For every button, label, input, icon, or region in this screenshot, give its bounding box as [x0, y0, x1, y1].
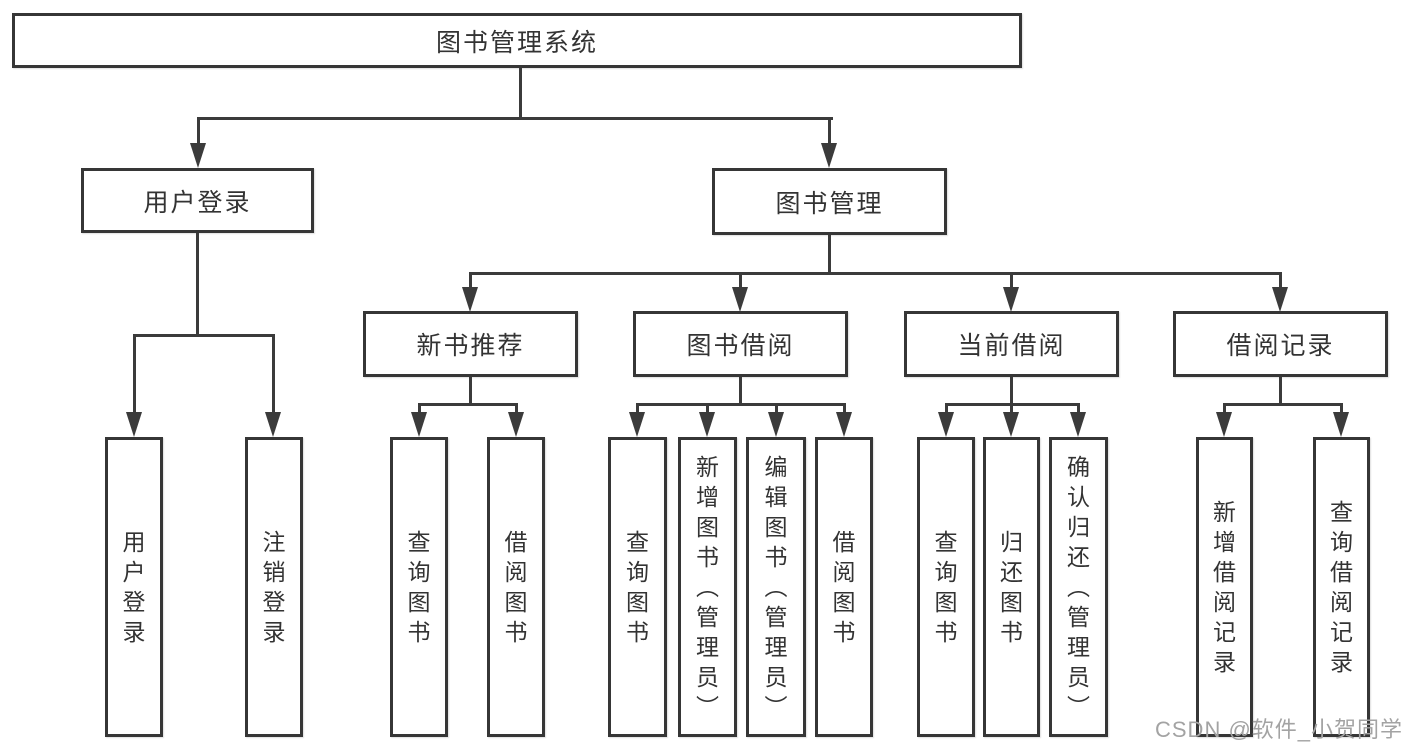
leaf-logout-login: 注 销 登 录: [245, 437, 303, 737]
connector-line: [133, 334, 136, 414]
connector-line: [1223, 403, 1342, 406]
leaf-label: 查 询 图 书: [407, 529, 431, 645]
node-label: 新书推荐: [416, 332, 525, 360]
arrow-down: [1216, 412, 1232, 437]
leaf-label: 查 询 图 书: [934, 529, 958, 645]
connector-line: [739, 272, 742, 292]
leaf-cb-return-books: 归 还 图 书: [983, 437, 1040, 737]
arrow-down: [732, 287, 748, 312]
connector-line: [945, 403, 948, 415]
arrow-down: [1003, 412, 1019, 437]
node-library-management-system: 图书管理系统: [12, 13, 1022, 68]
connector-line: [197, 117, 200, 145]
leaf-label: 归 还 图 书: [1000, 529, 1023, 645]
arrow-down: [508, 412, 524, 437]
connector-line: [636, 403, 845, 406]
arrow-down: [462, 287, 478, 312]
leaf-label: 确 认 归 还 ︵ 管 理 员 ︶: [1067, 454, 1090, 720]
arrow-down: [1272, 287, 1288, 312]
leaf-bb-query-books: 查 询 图 书: [608, 437, 667, 737]
arrow-down: [1333, 412, 1349, 437]
leaf-label: 注 销 登 录: [262, 529, 286, 645]
connector-line: [133, 334, 275, 337]
node-label: 当前借阅: [957, 332, 1066, 360]
leaf-br-add-borrow-record: 新 增 借 阅 记 录: [1196, 437, 1253, 737]
node-new-book-recommend: 新书推荐: [363, 311, 578, 377]
arrow-down: [1003, 287, 1019, 312]
connector-line: [1279, 272, 1282, 292]
leaf-bb-borrow-books: 借 阅 图 书: [815, 437, 873, 737]
leaf-bb-edit-books-admin: 编 辑 图 书 ︵ 管 理 员 ︶: [746, 437, 806, 737]
node-label: 用户登录: [143, 188, 252, 217]
arrow-down: [629, 412, 645, 437]
connector-line: [1077, 403, 1080, 415]
arrow-down: [265, 412, 281, 437]
node-book-borrowing: 图书借阅: [633, 311, 848, 377]
connector-line: [196, 233, 199, 337]
watermark: CSDN @软件_小贺同学: [1155, 717, 1404, 742]
leaf-label: 借 阅 图 书: [832, 529, 856, 645]
node-borrowing-records: 借阅记录: [1173, 311, 1388, 377]
connector-line: [519, 68, 522, 120]
connector-line: [418, 403, 421, 415]
arrow-down: [938, 412, 954, 437]
leaf-label: 查 询 图 书: [626, 529, 649, 645]
node-label: 图书借阅: [686, 332, 795, 360]
connector-line: [1279, 377, 1282, 406]
arrow-down: [699, 412, 715, 437]
connector-line: [1010, 377, 1013, 406]
connector-line: [469, 377, 472, 406]
arrow-down: [190, 143, 206, 168]
leaf-label: 借 阅 图 书: [504, 529, 528, 645]
arrow-down: [821, 143, 837, 168]
node-label: 图书管理: [775, 189, 884, 218]
arrow-down: [836, 412, 852, 437]
arrow-down: [1070, 412, 1086, 437]
node-label: 图书管理系统: [435, 28, 598, 57]
node-current-borrowing: 当前借阅: [904, 311, 1119, 377]
connector-line: [469, 272, 1282, 275]
leaf-cb-confirm-return-admin: 确 认 归 还 ︵ 管 理 员 ︶: [1049, 437, 1108, 737]
leaf-bb-add-books-admin: 新 增 图 书 ︵ 管 理 员 ︶: [678, 437, 737, 737]
connector-line: [469, 272, 472, 292]
arrow-down: [126, 412, 142, 437]
node-label: 借阅记录: [1226, 332, 1335, 360]
leaf-cb-query-books: 查 询 图 书: [917, 437, 975, 737]
leaf-br-query-borrow-record: 查 询 借 阅 记 录: [1313, 437, 1370, 737]
connector-line: [828, 235, 831, 275]
connector-line: [739, 377, 742, 406]
connector-line: [197, 117, 833, 120]
connector-line: [636, 403, 639, 415]
connector-line: [515, 403, 518, 415]
leaf-label: 查 询 借 阅 记 录: [1330, 499, 1353, 675]
leaf-label: 编 辑 图 书 ︵ 管 理 员 ︶: [764, 454, 788, 720]
connector-line: [775, 403, 778, 415]
connector-line: [272, 334, 275, 414]
connector-line: [1223, 403, 1226, 415]
node-book-management: 图书管理: [712, 168, 947, 235]
connector-line: [706, 403, 709, 415]
connector-line: [1010, 272, 1013, 292]
leaf-label: 用 户 登 录: [122, 529, 146, 645]
leaf-user-login: 用 户 登 录: [105, 437, 163, 737]
leaf-label: 新 增 图 书 ︵ 管 理 员 ︶: [696, 454, 719, 720]
leaf-nbr-borrow-books: 借 阅 图 书: [487, 437, 545, 737]
node-user-login: 用户登录: [81, 168, 314, 233]
arrow-down: [768, 412, 784, 437]
arrow-down: [411, 412, 427, 437]
connector-line: [1340, 403, 1343, 415]
connector-line: [418, 403, 518, 406]
connector-line: [1010, 403, 1013, 415]
leaf-label: 新 增 借 阅 记 录: [1213, 499, 1236, 675]
connector-line: [828, 117, 831, 145]
connector-line: [843, 403, 846, 415]
leaf-nbr-query-books: 查 询 图 书: [390, 437, 448, 737]
